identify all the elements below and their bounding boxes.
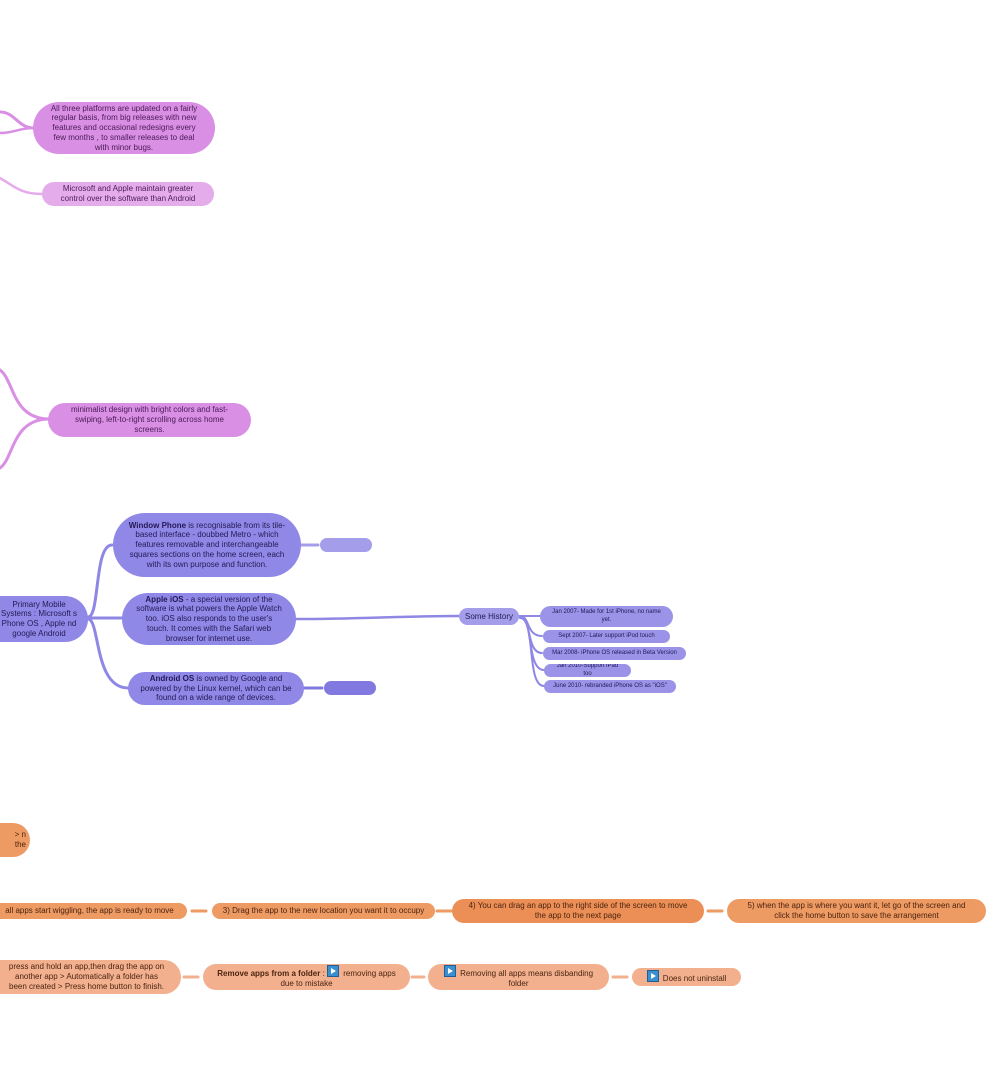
node-android-empty[interactable] bbox=[324, 681, 376, 695]
node-text: 3) Drag the app to the new location you … bbox=[222, 906, 425, 916]
node-text: Mar 2008- iPhone OS released in Beta Ver… bbox=[552, 649, 677, 656]
node-text: press and hold an app,then drag the app … bbox=[8, 962, 165, 991]
node-rest: is owned by Google and powered by the Li… bbox=[140, 673, 292, 703]
node-text: all apps start wiggling, the app is read… bbox=[5, 906, 174, 916]
node-text: 4) You can drag an app to the right side… bbox=[468, 901, 688, 920]
node-primary-mobile-systems[interactable]: Primary Mobile Systems : Microsoft s Pho… bbox=[0, 596, 88, 642]
node-text: Microsoft and Apple maintain greater con… bbox=[60, 184, 196, 203]
node-step5[interactable]: 5) when the app is where you want it, le… bbox=[727, 899, 986, 923]
node-text: Primary Mobile Systems : Microsoft s Pho… bbox=[0, 599, 77, 638]
node-text: Apple iOS - a special version of the sof… bbox=[136, 595, 282, 644]
node-minimalist-design[interactable]: minimalist design with bright colors and… bbox=[48, 403, 251, 437]
node-text: Some History bbox=[464, 611, 513, 621]
node-step3[interactable]: 3) Drag the app to the new location you … bbox=[212, 903, 435, 919]
history-item-2010-jan[interactable]: Jan 2010-Support iPad too bbox=[544, 664, 631, 677]
node-windows-phone[interactable]: Window Phone is recognisable from its ti… bbox=[113, 513, 301, 577]
node-text: Does not uninstall bbox=[646, 970, 727, 984]
node-text: June 2010- rebranded iPhone OS as "iOS" bbox=[553, 682, 667, 689]
history-item-2008-mar[interactable]: Mar 2008- iPhone OS released in Beta Ver… bbox=[543, 647, 686, 660]
node-text: Android OS is owned by Google and powere… bbox=[140, 674, 292, 703]
node-step4[interactable]: 4) You can drag an app to the right side… bbox=[452, 899, 704, 923]
node-rest: is recognisable from its tile-based inte… bbox=[129, 520, 286, 569]
node-text: > n the bbox=[14, 830, 26, 849]
node-text: Removing all apps means disbanding folde… bbox=[440, 965, 597, 989]
node-apple-ios[interactable]: Apple iOS - a special version of the sof… bbox=[122, 593, 296, 645]
node-text: 5) when the app is where you want it, le… bbox=[747, 901, 966, 920]
node-android-os[interactable]: Android OS is owned by Google and powere… bbox=[128, 672, 304, 705]
node-step2-partial[interactable]: all apps start wiggling, the app is read… bbox=[0, 903, 187, 919]
node-bold: Remove apps from a folder bbox=[217, 969, 321, 979]
node-rest: - a special version of the software is w… bbox=[136, 594, 282, 643]
node-text: Sept 2007- Later support iPod touch bbox=[558, 632, 655, 639]
node-bold: Window Phone bbox=[128, 520, 187, 530]
node-bold: Apple iOS bbox=[145, 594, 184, 604]
history-item-2010-june[interactable]: June 2010- rebranded iPhone OS as "iOS" bbox=[544, 680, 676, 693]
play-icon bbox=[443, 965, 456, 978]
history-item-2007-sept[interactable]: Sept 2007- Later support iPod touch bbox=[543, 630, 670, 643]
node-text: Jan 2010-Support iPad too bbox=[556, 664, 619, 677]
node-rest: Removing all apps means disbanding folde… bbox=[457, 969, 594, 988]
node-bold: Android OS bbox=[149, 673, 195, 683]
node-after: removing apps due to mistake bbox=[280, 969, 396, 988]
history-item-2007-jan[interactable]: Jan 2007- Made for 1st iPhone, no name y… bbox=[540, 606, 673, 627]
node-does-not-uninstall[interactable]: Does not uninstall bbox=[632, 968, 741, 986]
node-text: Remove apps from a folder : removing app… bbox=[215, 965, 398, 989]
node-disband-folder[interactable]: Removing all apps means disbanding folde… bbox=[428, 964, 609, 990]
node-rest: : bbox=[320, 969, 328, 979]
node-orange-partial-top[interactable]: > n the bbox=[0, 823, 30, 857]
node-some-history[interactable]: Some History bbox=[459, 608, 519, 625]
node-remove-from-folder[interactable]: Remove apps from a folder : removing app… bbox=[203, 964, 410, 990]
play-icon bbox=[646, 970, 659, 983]
node-rest: Does not uninstall bbox=[660, 974, 727, 984]
node-text: minimalist design with bright colors and… bbox=[71, 405, 228, 434]
node-windows-empty[interactable] bbox=[320, 538, 372, 552]
node-text: Window Phone is recognisable from its ti… bbox=[127, 521, 287, 570]
play-icon bbox=[327, 965, 340, 978]
node-text: All three platforms are updated on a fai… bbox=[50, 103, 198, 152]
node-create-folder[interactable]: press and hold an app,then drag the app … bbox=[0, 960, 181, 994]
node-text: Jan 2007- Made for 1st iPhone, no name y… bbox=[552, 609, 661, 623]
node-software-control[interactable]: Microsoft and Apple maintain greater con… bbox=[42, 182, 214, 206]
node-platform-updates[interactable]: All three platforms are updated on a fai… bbox=[33, 102, 215, 154]
